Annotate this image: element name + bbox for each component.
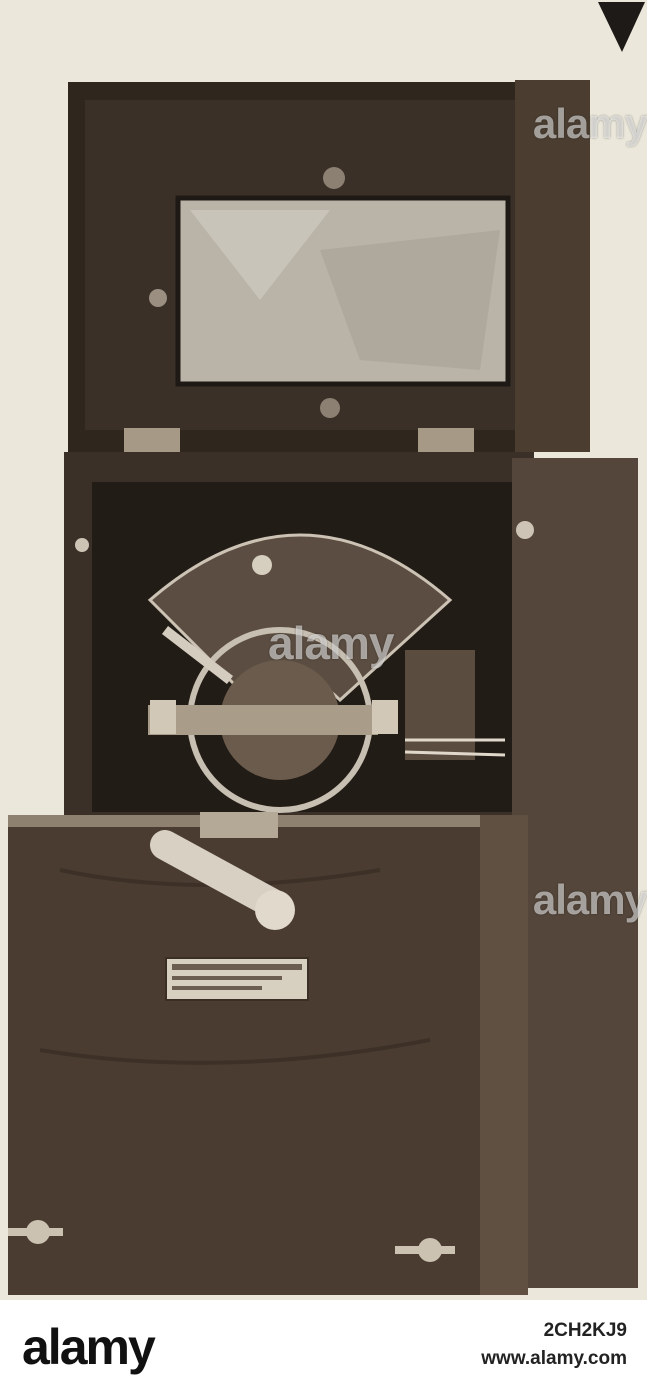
coil-housing: [405, 650, 475, 760]
watermark: alamy: [268, 617, 394, 669]
footer-bar: alamy 2CH2KJ9 www.alamy.com: [0, 1300, 647, 1390]
lid-side: [515, 80, 590, 452]
crank-handle-icon: [150, 830, 290, 920]
knob-icon: [323, 167, 345, 189]
screw-icon: [516, 521, 534, 539]
antique-instrument-box-icon: [8, 2, 645, 1295]
watermark: alamy: [532, 876, 647, 923]
crank-knob-icon: [255, 890, 295, 930]
footer-info: 2CH2KJ9 www.alamy.com: [481, 1320, 627, 1370]
latch-icon: [200, 812, 278, 838]
triangle-marker-icon: [598, 2, 645, 52]
screw-icon: [75, 538, 89, 552]
arm-icon: [161, 626, 234, 684]
site-url[interactable]: www.alamy.com: [481, 1348, 627, 1369]
watermark: alamy: [532, 100, 647, 147]
dial-pivot-icon: [252, 555, 272, 575]
photo: alamy alamy alamy: [8, 2, 647, 1295]
alamy-logo: alamy: [22, 1319, 156, 1375]
mechanism-bar: [148, 705, 378, 735]
knob-icon: [320, 398, 340, 418]
image-id: 2CH2KJ9: [543, 1320, 627, 1341]
cabinet-side: [512, 458, 638, 1288]
knob-icon: [149, 289, 167, 307]
